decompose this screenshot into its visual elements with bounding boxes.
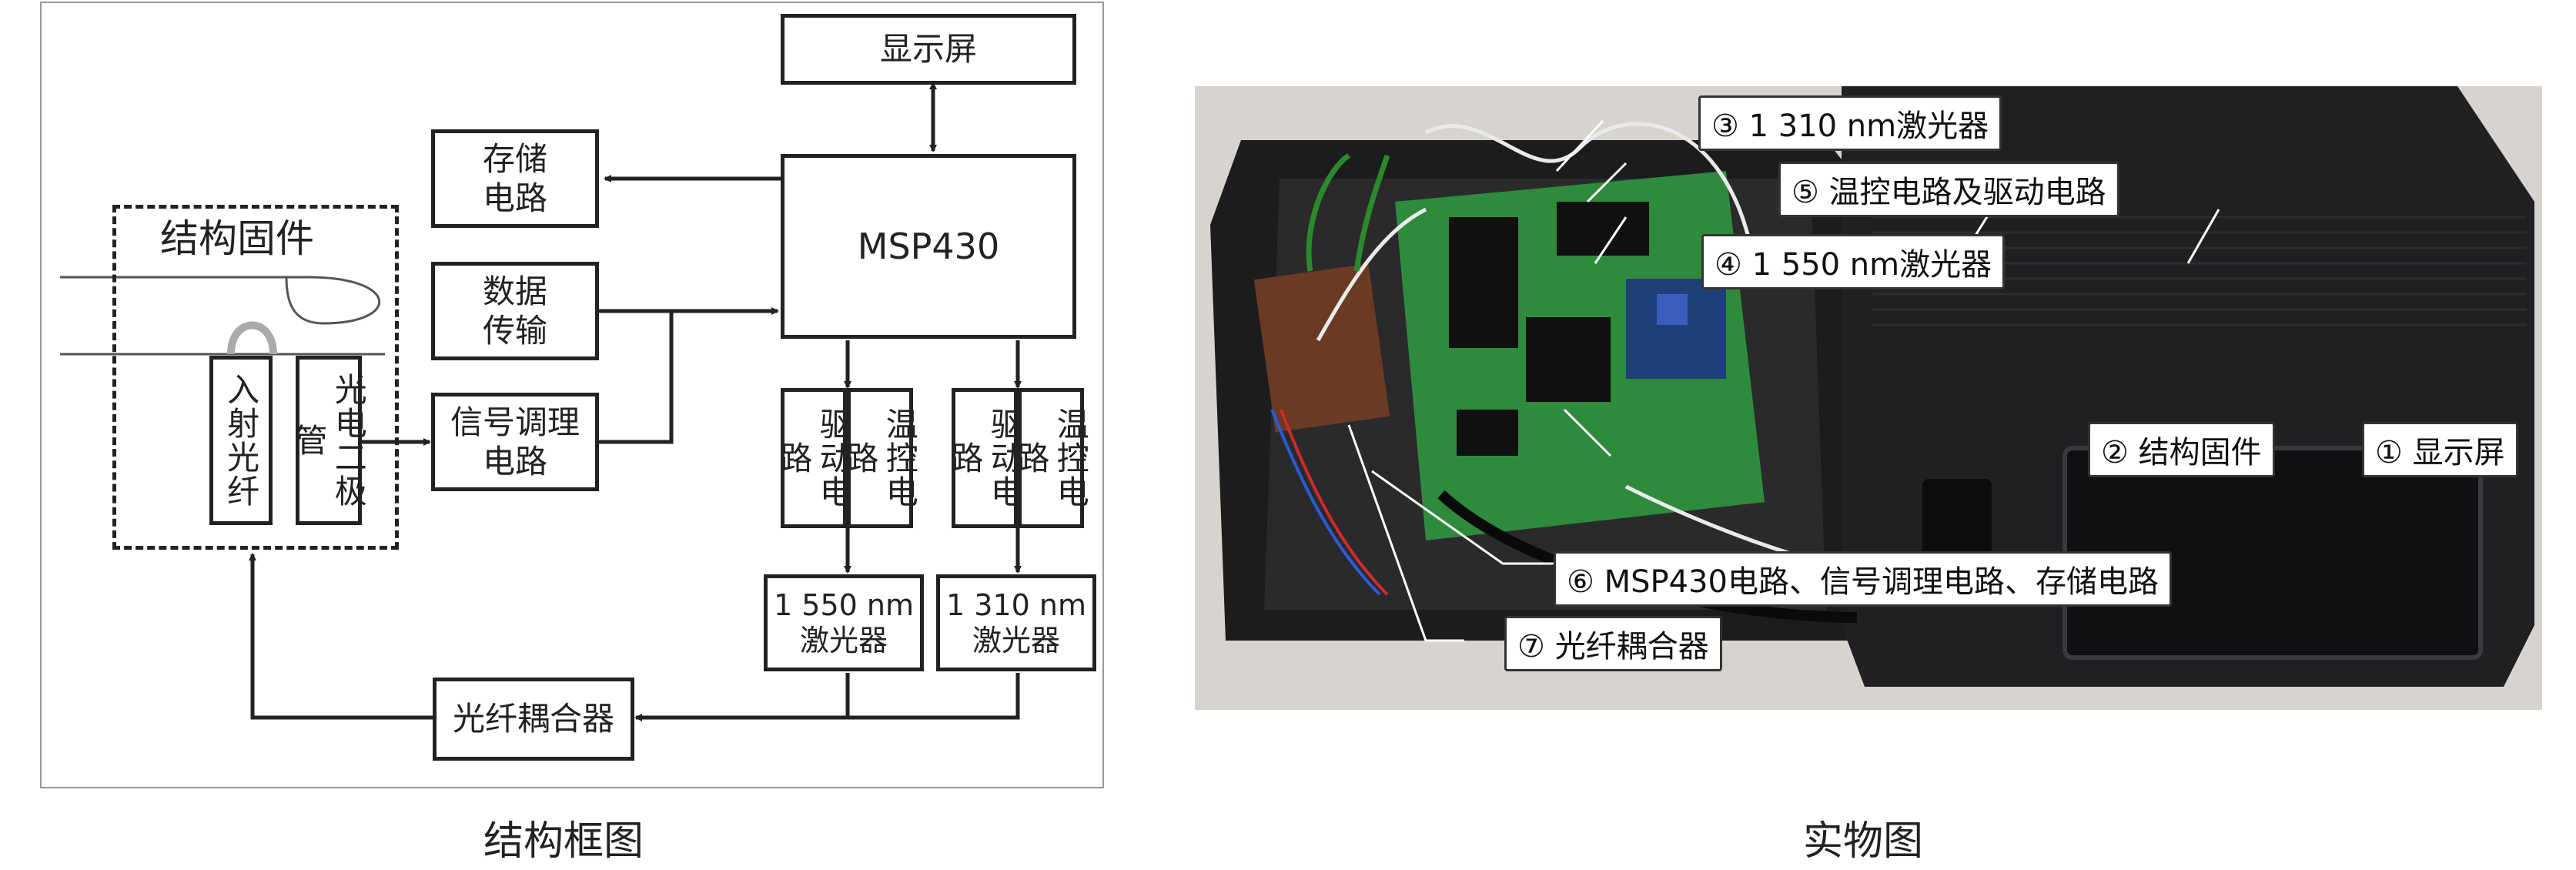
fiber-coupler-block: 光纤耦合器: [433, 678, 634, 761]
callout-msp430-circuits: ⑥ MSP430电路、信号调理电路、存储电路: [1554, 551, 2172, 607]
callout-1310-laser: ③ 1 310 nm激光器: [1698, 95, 2002, 151]
callout-temp-drive: ⑤ 温控电路及驱动电路: [1778, 162, 2119, 217]
laser-1550-block: 1 550 nm 激光器: [764, 574, 924, 671]
data-transfer-block: 数据 传输: [431, 262, 599, 360]
callout-display: ① 显示屏: [2362, 422, 2518, 477]
display-block: 显示屏: [781, 14, 1076, 85]
storage-block: 存储 电路: [431, 129, 599, 228]
signal-conditioning-block: 信号调理 电路: [431, 393, 599, 491]
signal-mcu-link: [599, 311, 674, 444]
coupler-fiber-link: [249, 553, 433, 720]
right-caption: 实物图: [1803, 818, 1924, 865]
left-caption: 结构框图: [483, 818, 644, 865]
laser-1310-block: 1 310 nm 激光器: [936, 574, 1096, 671]
structure-fixture-label: 结构固件: [160, 216, 314, 261]
photodiode-block: 光电二极管: [290, 356, 367, 525]
callout-structure-fixture: ② 结构固件: [2088, 422, 2275, 477]
temp-control-1: 温控电路: [841, 388, 918, 528]
temp-control-2: 温控电路: [1012, 388, 1089, 528]
callout-fiber-coupler: ⑦ 光纤耦合器: [1504, 616, 1722, 671]
structure-fixture-box: [112, 205, 399, 550]
lasers-bus: [845, 673, 1020, 720]
drive-circuit-2: 驱动电路: [946, 388, 1023, 528]
drive-circuit-1: 驱动电路: [775, 388, 852, 528]
mcu-block: MSP430: [781, 154, 1076, 339]
callout-1550-laser: ④ 1 550 nm激光器: [1701, 234, 2006, 289]
incident-fiber-block: 入射光纤: [209, 356, 273, 525]
